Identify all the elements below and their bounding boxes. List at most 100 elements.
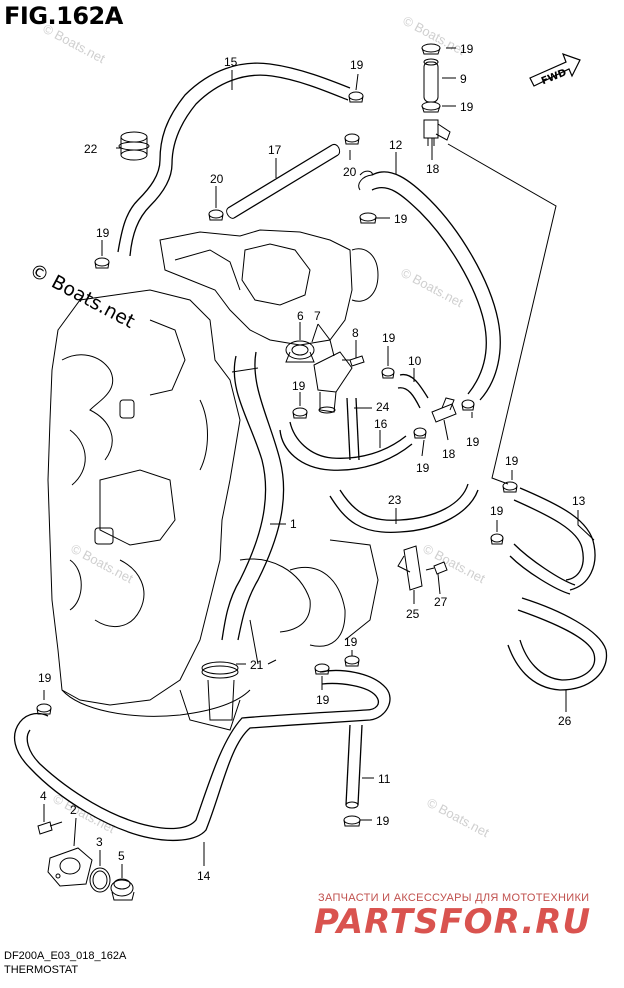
- callout-20: 20: [343, 165, 357, 179]
- callout-19: 19: [416, 461, 430, 475]
- hose-10: [399, 373, 429, 399]
- clamp-19-icon: [502, 481, 518, 493]
- bolt-27: [425, 561, 448, 575]
- clamp-21: [201, 661, 239, 721]
- plug-24-outline: [355, 397, 360, 461]
- callout-21: 21: [250, 658, 264, 672]
- callout-18: 18: [442, 447, 456, 461]
- o-ring-3: [89, 867, 111, 893]
- callout-19: 19: [505, 454, 519, 468]
- shop-logo[interactable]: PARTSFOR.RU: [314, 902, 592, 942]
- bolt-8: [342, 355, 365, 367]
- callout-4: 4: [40, 789, 47, 803]
- hose-14-outline: [26, 682, 380, 830]
- callout-5: 5: [118, 849, 125, 863]
- cover-2: [47, 847, 93, 887]
- hose-16-outline: [289, 421, 407, 459]
- hose-12: [371, 171, 501, 401]
- leader-lines: [43, 47, 595, 878]
- callout-19: 19: [344, 635, 358, 649]
- clamp-19-icon: [343, 815, 361, 827]
- callout-19: 19: [466, 435, 480, 449]
- clamp-19-icon: [292, 407, 308, 419]
- hose-10-outline: [397, 387, 421, 409]
- plug-5: [110, 878, 135, 901]
- callout-2: 2: [70, 803, 77, 817]
- plug-24: [346, 397, 351, 461]
- callout-23: 23: [388, 493, 402, 507]
- callout-24: 24: [376, 400, 390, 414]
- callout-8: 8: [352, 326, 359, 340]
- hose-26: [507, 597, 608, 691]
- callout-27: 27: [434, 595, 448, 609]
- callout-16: 16: [374, 417, 388, 431]
- hose-16: [279, 429, 413, 471]
- hose-13-outline: [513, 499, 584, 581]
- callout-9: 9: [460, 72, 467, 86]
- clamp-19-icon: [36, 703, 52, 715]
- callout-15: 15: [224, 55, 238, 69]
- callout-19: 19: [350, 58, 364, 72]
- model-code: DF200A_E03_018_162A: [4, 950, 127, 962]
- callout-1: 1: [290, 517, 297, 531]
- callout-6: 6: [297, 309, 304, 323]
- clamp-19-icon: [314, 663, 330, 675]
- clamp-19-icon: [490, 533, 504, 545]
- callout-25: 25: [406, 607, 420, 621]
- callout-17: 17: [268, 143, 282, 157]
- clamp-19-icon: [348, 91, 364, 103]
- callout-3: 3: [96, 835, 103, 849]
- hose-13: [519, 487, 596, 591]
- hose-12-outline: [371, 187, 487, 395]
- hose-17-outline: [233, 154, 339, 219]
- hose-14: [13, 669, 391, 842]
- clamp-20-icon: [208, 209, 224, 221]
- callout-22: 22: [84, 142, 98, 156]
- clamp-19-icon: [381, 367, 395, 379]
- callout-13: 13: [572, 494, 586, 508]
- clamp-19-icon: [421, 101, 441, 113]
- hose-1-outline: [237, 351, 285, 641]
- hose-11-outline: [357, 724, 363, 806]
- hose-1: [221, 355, 267, 641]
- clamp-20-icon: [344, 133, 360, 145]
- hose-15-outline: [129, 74, 349, 257]
- fwd-arrow-icon: FWD: [529, 53, 581, 87]
- figure-title: FIG.162A: [4, 2, 123, 30]
- callout-14: 14: [197, 869, 211, 883]
- thermostat-cover-7: [313, 351, 353, 414]
- hose-15: [117, 62, 351, 253]
- callout-12: 12: [389, 138, 403, 152]
- callout-7: 7: [314, 309, 321, 323]
- callout-19: 19: [394, 212, 408, 226]
- hose-23-outline: [339, 483, 469, 521]
- callout-labels: 19 9 19 18 15 19 22 17 12 20 20 19 19 6 …: [38, 42, 586, 883]
- joint-18-lower: [431, 397, 457, 423]
- callout-11: 11: [378, 772, 391, 786]
- clamp-19-icon: [94, 257, 110, 269]
- clamp-19-icon: [421, 43, 441, 55]
- callout-19: 19: [460, 42, 474, 56]
- callout-19: 19: [292, 379, 306, 393]
- shop-subtitle: ЗАПЧАСТИ И АКСЕССУАРЫ ДЛЯ МОТОТЕХНИКИ: [318, 892, 590, 904]
- callout-10: 10: [408, 354, 422, 368]
- engine-block: [47, 229, 379, 731]
- joint-18-top: [423, 119, 451, 146]
- callout-19: 19: [460, 100, 474, 114]
- callout-19: 19: [38, 671, 52, 685]
- callout-18: 18: [426, 162, 440, 176]
- callout-19: 19: [490, 504, 504, 518]
- clamp-19-icon: [461, 399, 475, 411]
- hose-9: [423, 58, 439, 103]
- callout-19: 19: [96, 226, 110, 240]
- hose-1-clamp: [231, 367, 259, 373]
- figure-caption: THERMOSTAT: [4, 964, 79, 976]
- hose-11: [345, 724, 351, 806]
- grommet-22: [118, 131, 150, 161]
- bolt-4: [37, 821, 63, 835]
- bracket-25: [397, 545, 423, 591]
- thermostat-6: [285, 340, 315, 363]
- callout-19: 19: [382, 331, 396, 345]
- hose-26-outline: [517, 609, 596, 681]
